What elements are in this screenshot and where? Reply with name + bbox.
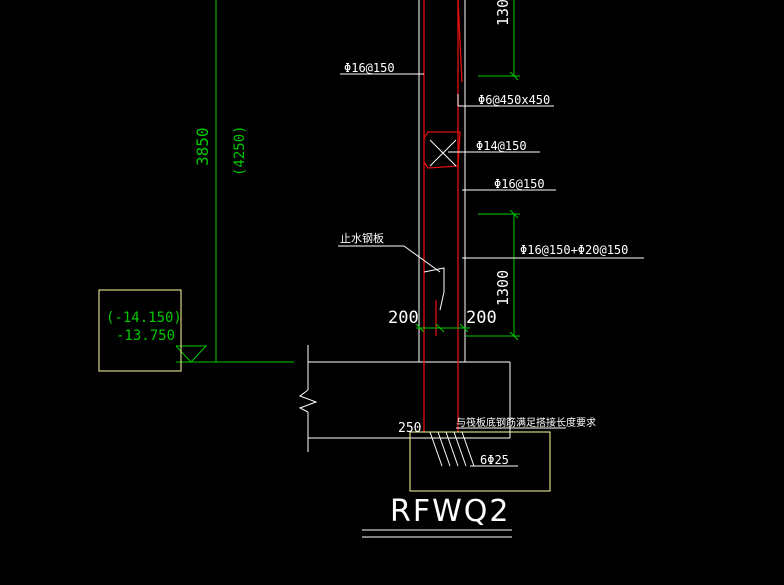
dim-wall-height: 3850 xyxy=(193,127,212,166)
elevation-highlight-box xyxy=(98,289,182,372)
label-tie-bar: Φ14@150 xyxy=(476,139,527,153)
dim-upper-segment: 1300 xyxy=(494,0,512,26)
wall-mark-underline xyxy=(362,529,512,538)
elevation-marker xyxy=(175,345,216,363)
label-lower-vertical-rebar: Φ16@150+Φ20@150 xyxy=(520,243,628,257)
label-waterstop: 止水钢板 xyxy=(340,231,384,245)
leader-lines xyxy=(338,73,644,429)
label-right-offset: 200 xyxy=(466,308,497,328)
elevation-level: -13.750 xyxy=(116,328,175,344)
label-wall-mark: RFWQ2 xyxy=(390,494,510,529)
label-left-offset: 200 xyxy=(388,308,419,328)
tie-bar-cross xyxy=(429,139,457,167)
dim-wall-height-alt: (4250) xyxy=(232,125,248,176)
label-anchorage-note: 与筏板底钢筋满足搭接长度要求 xyxy=(456,416,596,429)
dim-lower-segment: 1300 xyxy=(494,270,512,306)
label-top-vertical-rebar: Φ16@150 xyxy=(344,61,395,75)
label-mid-vertical-rebar: Φ16@150 xyxy=(494,177,545,191)
label-stirrup: Φ6@450x450 xyxy=(478,93,550,107)
wall-outline xyxy=(298,0,511,452)
label-anchor-length: 250 xyxy=(398,421,421,436)
rebar-group xyxy=(423,0,463,432)
dimension-lines xyxy=(212,0,520,363)
waterstop-plate xyxy=(423,267,445,311)
bottom-rebar-highlight-box xyxy=(409,431,551,492)
label-bottom-bars: 6Φ25 xyxy=(480,453,509,467)
bottom-rebar-hatch xyxy=(429,431,518,467)
elevation-alt-level: (-14.150) xyxy=(106,310,182,326)
